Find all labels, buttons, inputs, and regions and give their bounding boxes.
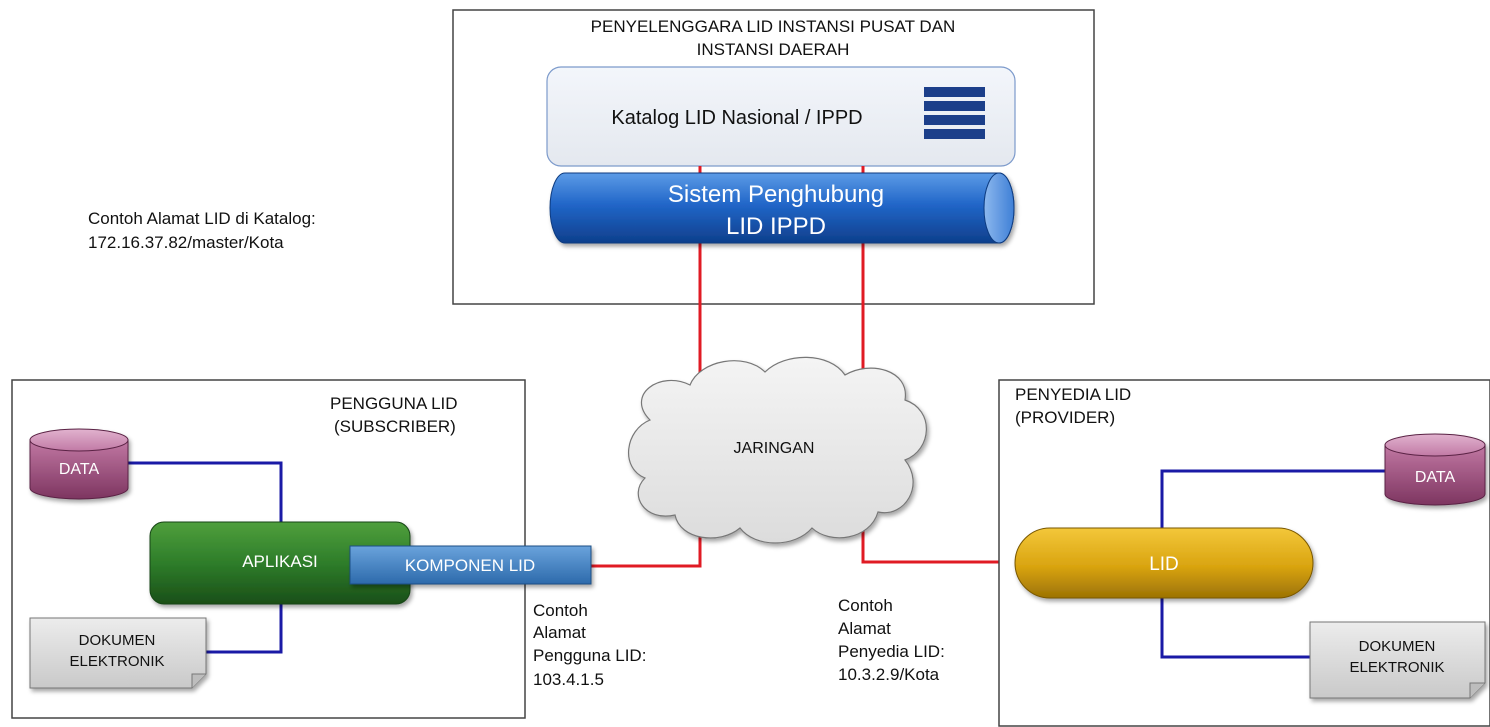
provider-title-line2: (PROVIDER) [1015, 408, 1115, 427]
catalog-example-line1: Contoh Alamat LID di Katalog: [88, 209, 316, 228]
provider-example-line2: Alamat [838, 619, 891, 638]
subscriber-example-line1: Contoh [533, 601, 588, 620]
network-label: JARINGAN [734, 440, 815, 457]
subscriber-example-line3: Pengguna LID: [533, 646, 646, 665]
provider-example-line1: Contoh [838, 596, 893, 615]
connector-label-line1: Sistem Penghubung [668, 181, 884, 208]
catalog-label: Katalog LID Nasional / IPPD [611, 107, 862, 129]
provider-local-links [1160, 469, 1385, 659]
subscriber-example-line4: 103.4.1.5 [533, 670, 604, 689]
catalog-box [546, 66, 1016, 167]
subscriber-example-line2: Alamat [533, 623, 586, 642]
lid-pill [1014, 527, 1314, 599]
connector-label-line2: LID IPPD [726, 213, 826, 240]
application-label: APLIKASI [242, 552, 318, 571]
lid-label: LID [1149, 554, 1179, 575]
provider-example-line4: 10.3.2.9/Kota [838, 665, 940, 684]
provider-data-label: DATA [1415, 469, 1456, 486]
network-cloud-icon [628, 356, 927, 544]
catalog-example-line2: 172.16.37.82/master/Kota [88, 233, 284, 252]
provider-example-line3: Penyedia LID: [838, 642, 945, 661]
subscriber-title-line2: (SUBSCRIBER) [334, 417, 456, 436]
provider-document-icon [1309, 621, 1486, 699]
lid-component-box [349, 545, 592, 585]
subscriber-local-links [128, 461, 283, 654]
connector-cylinder [549, 172, 1015, 244]
lid-component-label: KOMPONEN LID [405, 556, 535, 575]
provider-title-line1: PENYEDIA LID [1015, 385, 1131, 404]
provider-database-icon [1384, 433, 1486, 506]
provider-document-line2: ELEKTRONIK [1349, 659, 1444, 676]
central-title-line2: INSTANSI DAERAH [697, 40, 850, 59]
subscriber-data-label: DATA [59, 461, 100, 478]
subscriber-database-icon [29, 428, 129, 500]
network-links [591, 166, 1015, 568]
subscriber-title-line1: PENGGUNA LID [330, 394, 458, 413]
catalog-list-icon [924, 87, 985, 139]
central-title-line1: PENYELENGGARA LID INSTANSI PUSAT DAN [591, 17, 956, 36]
subscriber-document-icon [29, 617, 207, 689]
provider-document-line1: DOKUMEN [1359, 638, 1436, 655]
subscriber-document-line1: DOKUMEN [79, 632, 156, 649]
subscriber-document-line2: ELEKTRONIK [69, 653, 164, 670]
